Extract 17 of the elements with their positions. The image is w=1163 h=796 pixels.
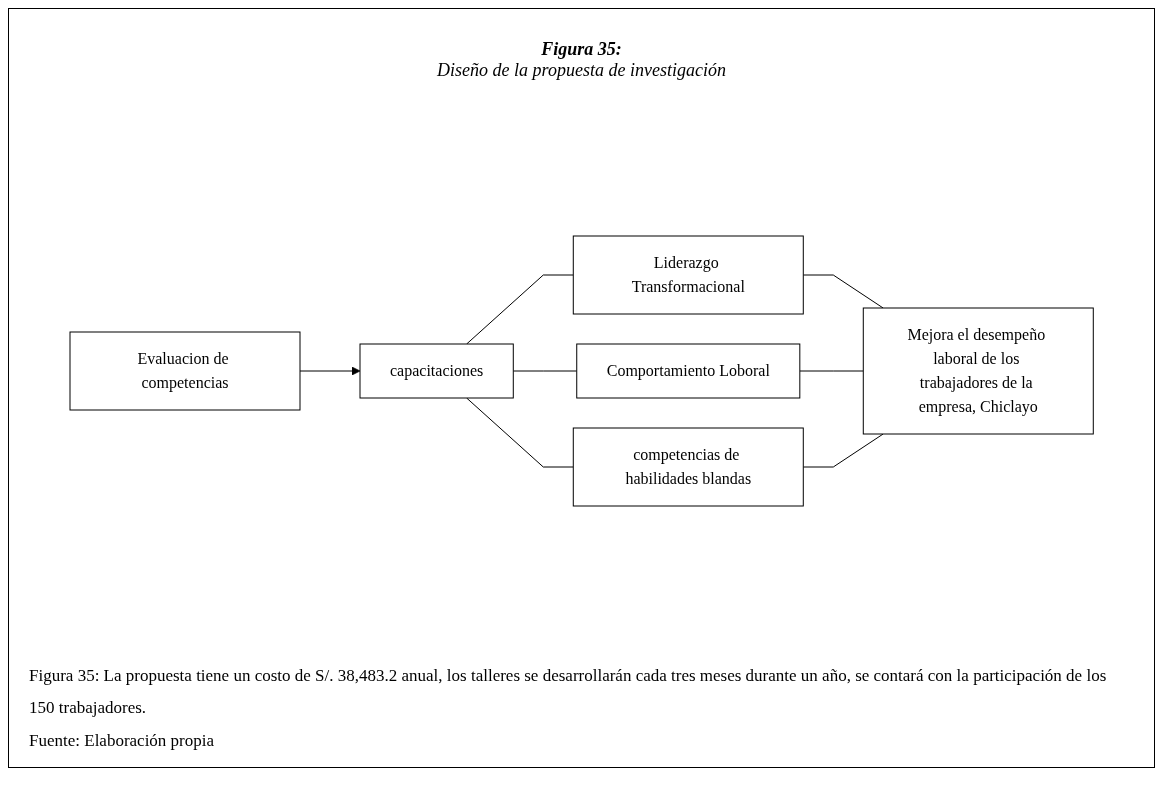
connector [466,397,574,468]
figure-subtitle: Diseño de la propuesta de investigación [436,60,727,81]
figure-title: Figura 35: [540,39,623,60]
figure-caption: Figura 35: La propuesta tiene un costo de S/. 38,483.2 anual, los talleres se desarrollarán cada tres meses durante un año, se contará con la participación de los 150 trabajadores. [29,665,1108,720]
node-box: competencias de habilidades blandas [572,427,804,507]
connector [466,274,574,345]
connector [802,433,884,468]
node-box: Liderazgo Transformacional [572,235,804,315]
node-box: Comportamiento Loboral [576,343,801,399]
connector [799,370,864,372]
connector [512,370,578,372]
source-note: Fuente: Elaboración propia [29,729,216,752]
arrow [299,366,361,375]
node-box: capacitaciones [359,343,514,399]
node-box: Mejora el desempeño laboral de los trabajadores de la empresa, Chiclayo [862,307,1094,435]
connector [802,274,884,309]
node-box: Evaluacion de competencias [69,331,301,411]
